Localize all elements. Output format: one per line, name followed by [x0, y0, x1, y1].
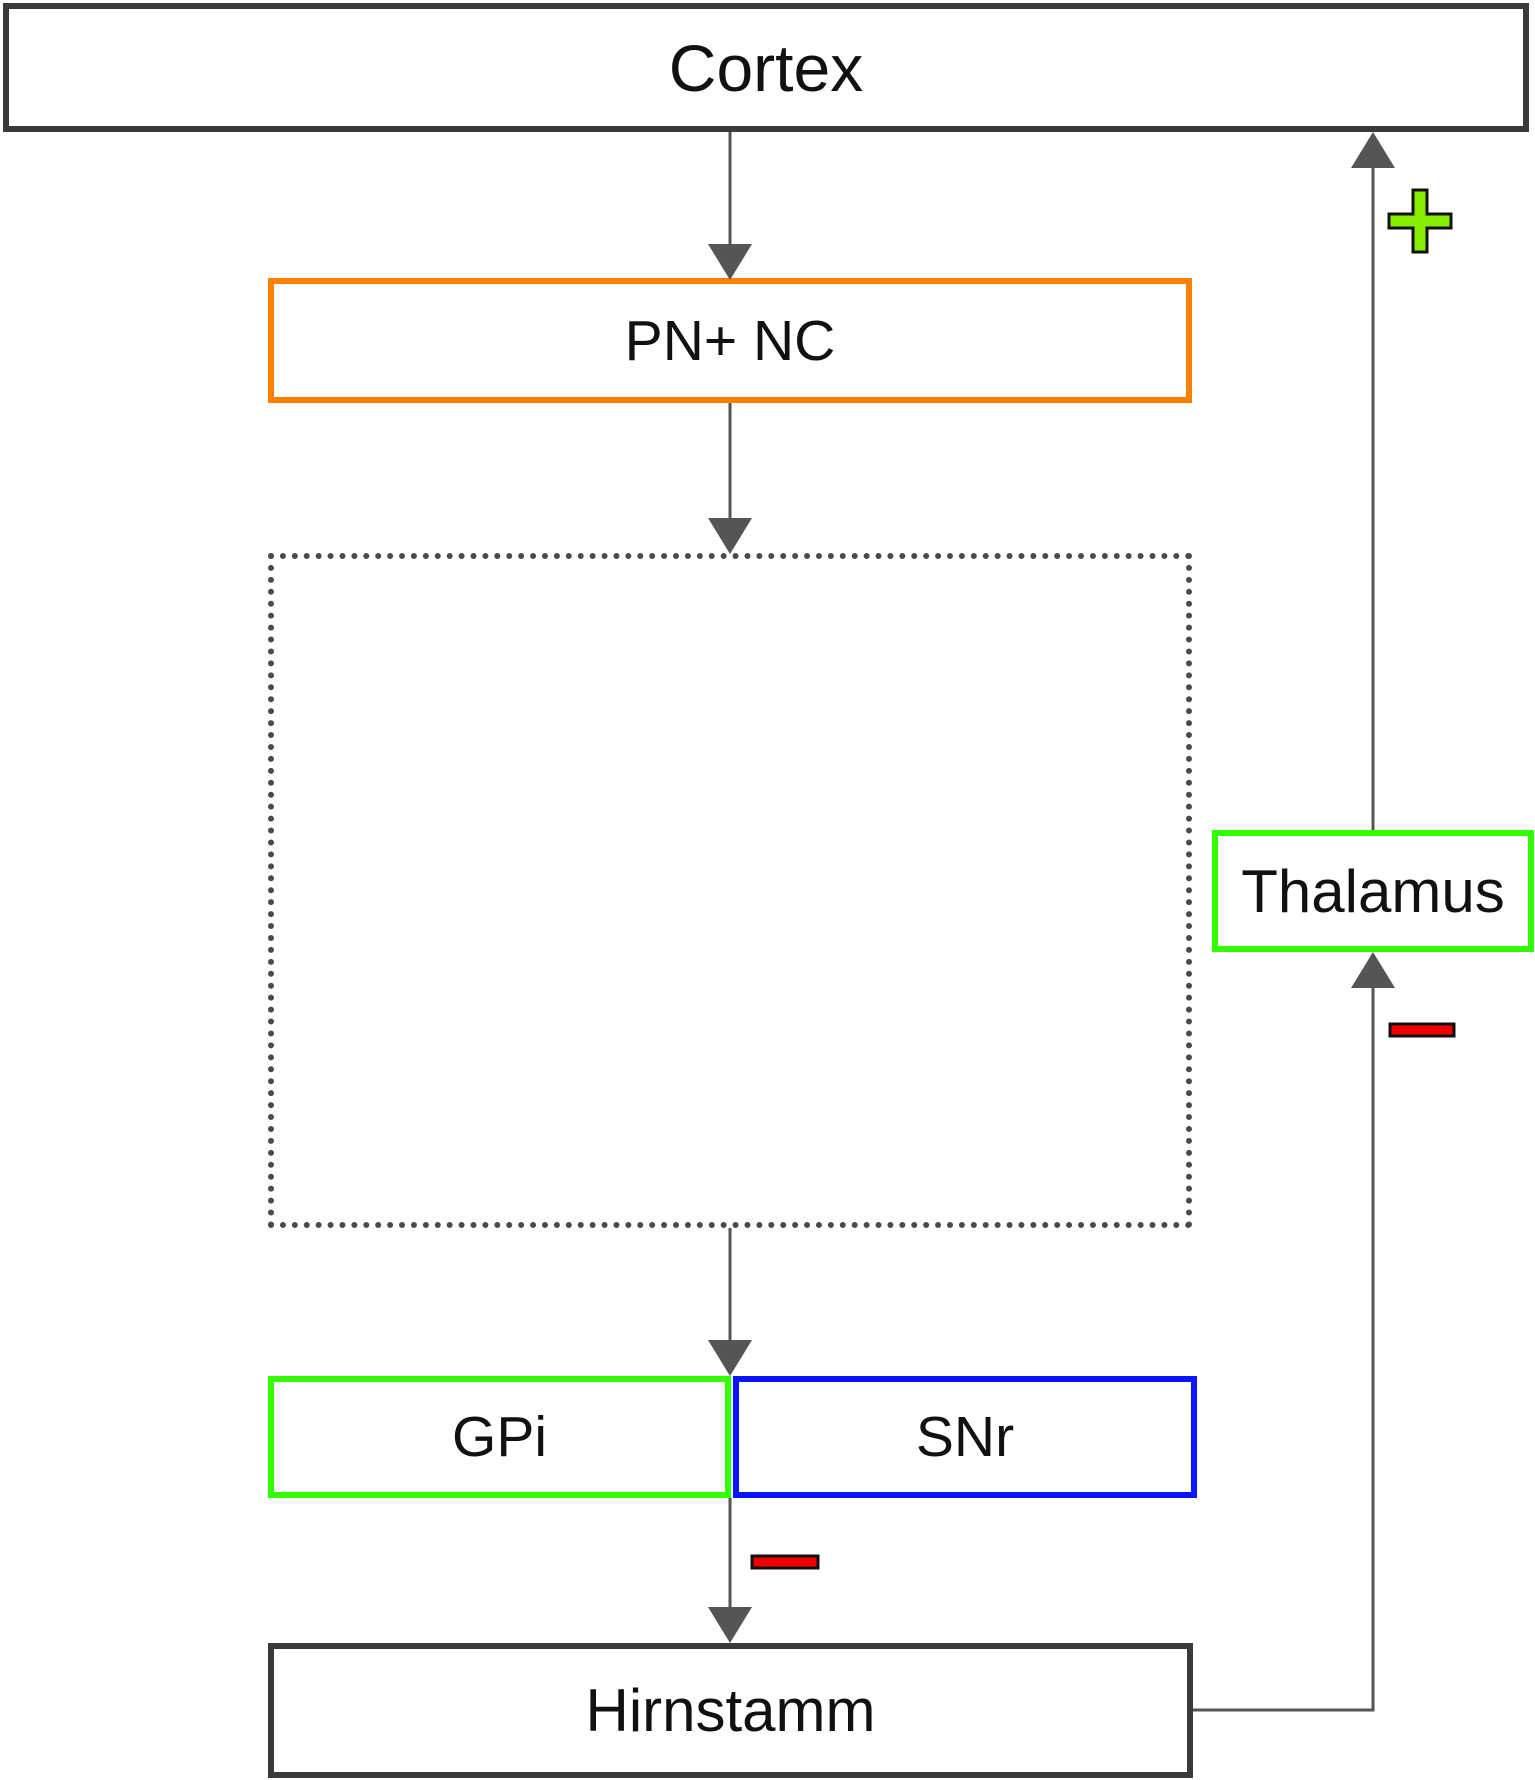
dashed-region — [268, 553, 1192, 1228]
arrowhead-thalamus — [1351, 952, 1395, 988]
minus-sign-icon — [1388, 1022, 1456, 1038]
thalamus-node: Thalamus — [1212, 830, 1534, 952]
cortex-label: Cortex — [668, 30, 864, 105]
edge-hirnstamm-thalamus — [1193, 984, 1375, 1712]
pn-nc-node: PN+ NC — [268, 278, 1192, 403]
arrowhead-hirnstamm — [708, 1607, 752, 1643]
hirnstamm-node: Hirnstamm — [268, 1643, 1193, 1778]
plus-sign-icon — [1387, 188, 1453, 254]
arrowhead-dashed — [708, 518, 752, 554]
arrowhead-pnnc — [708, 244, 752, 280]
minus-sign-icon — [750, 1554, 820, 1570]
snr-label: SNr — [915, 1405, 1015, 1469]
cortex-node: Cortex — [3, 3, 1529, 132]
thalamus-label: Thalamus — [1241, 857, 1505, 925]
gpi-node: GPi — [268, 1376, 731, 1498]
arrowhead-cortex — [1351, 132, 1395, 168]
pn-nc-label: PN+ NC — [624, 308, 836, 373]
arrowhead-gpi — [708, 1340, 752, 1376]
gpi-label: GPi — [451, 1405, 548, 1469]
snr-node: SNr — [733, 1376, 1197, 1498]
hirnstamm-label: Hirnstamm — [585, 1677, 876, 1744]
